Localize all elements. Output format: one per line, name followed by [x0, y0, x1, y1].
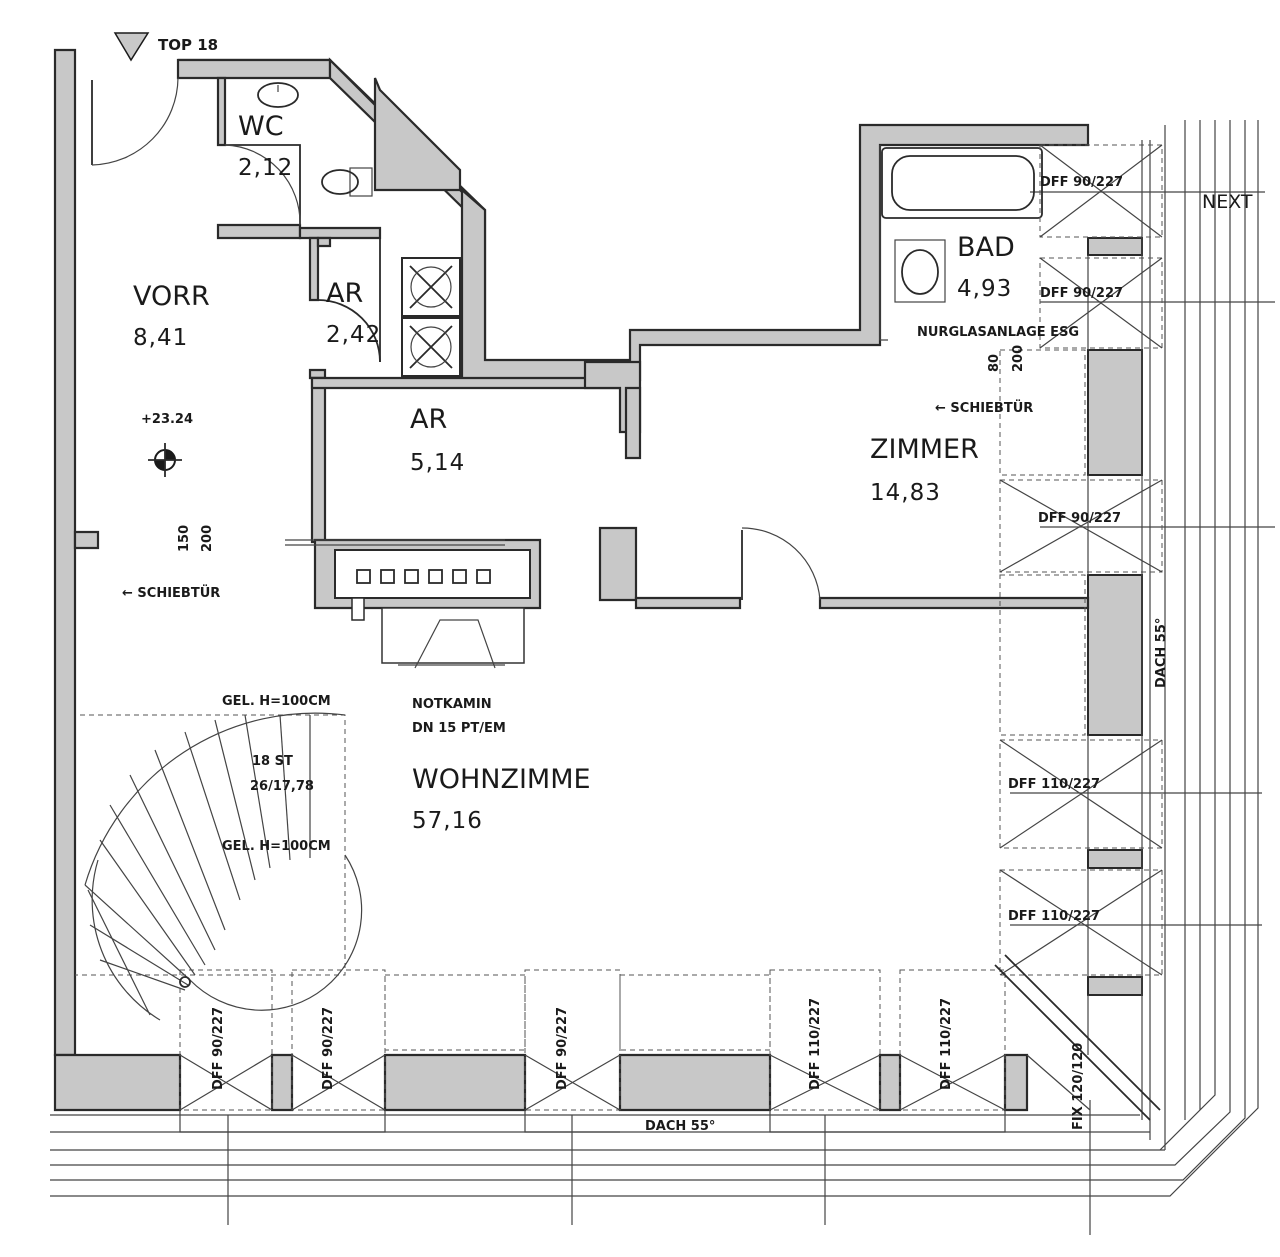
window-bottom-4: DFF 110/227	[808, 998, 823, 1090]
level-marker-icon	[148, 443, 182, 477]
schiebtuer-vorr-label: ← SCHIEBTÜR	[122, 585, 220, 601]
bottom-windows	[179, 954, 1161, 1133]
room-ar1-area: 2,42	[326, 322, 381, 348]
window-right-3: DFF 90/227	[1038, 511, 1121, 526]
roof-angle-bottom: DACH 55°	[645, 1119, 715, 1134]
spiral-staircase	[75, 712, 363, 1021]
door-vorr-height: 200	[200, 525, 215, 552]
room-vorr-name: VORR	[133, 281, 210, 312]
room-wc-name: WC	[238, 111, 284, 142]
exterior-walls	[53, 48, 1143, 1112]
window-bottom-2: DFF 90/227	[321, 1007, 336, 1090]
room-ar1-name: AR	[326, 278, 363, 309]
sanitary	[257, 82, 1043, 341]
door-vorr-width: 150	[177, 525, 192, 552]
room-bad-area: 4,93	[957, 276, 1012, 302]
window-bottom-5: DFF 110/227	[939, 998, 954, 1090]
notkamin-label-1: NOTKAMIN	[412, 697, 492, 712]
room-wohn-name: WOHNZIMME	[412, 764, 591, 795]
fireplace	[285, 539, 531, 669]
door-bad-height: 200	[1011, 345, 1026, 372]
room-zimmer-area: 14,83	[870, 480, 941, 506]
roof-edge-lines	[50, 120, 1275, 1235]
window-right-1: DFF 90/227	[1040, 175, 1123, 190]
stair-count-label: 18 ST	[252, 754, 293, 769]
room-wohn-area: 57,16	[412, 808, 483, 834]
top-label: TOP 18	[158, 36, 218, 54]
door-bad-width: 80	[987, 354, 1002, 372]
doors	[91, 77, 821, 601]
fix-window-label: FIX 120/120	[1071, 1043, 1086, 1130]
window-right-5: DFF 110/227	[1008, 909, 1100, 924]
window-bottom-3: DFF 90/227	[555, 1007, 570, 1090]
interior-walls	[73, 76, 1090, 610]
schiebtuer-zimmer-label: ← SCHIEBTÜR	[935, 400, 1033, 416]
window-bottom-1: DFF 90/227	[211, 1007, 226, 1090]
railing-label-top: GEL. H=100CM	[222, 694, 331, 709]
room-vorr-area: 8,41	[133, 325, 188, 351]
glass-label: NURGLASANLAGE ESG	[917, 325, 1079, 340]
room-zimmer-name: ZIMMER	[870, 434, 979, 465]
room-ar2-name: AR	[410, 404, 447, 435]
room-wc-area: 2,12	[238, 155, 293, 181]
right-windows	[999, 140, 1163, 1120]
room-ar2-area: 5,14	[410, 450, 465, 476]
window-right-2: DFF 90/227	[1040, 286, 1123, 301]
room-bad-name: BAD	[957, 232, 1015, 263]
service-shafts	[401, 257, 461, 377]
stair-dimension-label: 26/17,78	[250, 779, 314, 794]
railing-label-mid: GEL. H=100CM	[222, 839, 331, 854]
level-label: +23.24	[141, 412, 193, 427]
roof-angle-right: DACH 55°	[1154, 618, 1169, 688]
neighbor-label: NEXT	[1202, 191, 1253, 213]
window-right-4: DFF 110/227	[1008, 777, 1100, 792]
notkamin-label-2: DN 15 PT/EM	[412, 721, 506, 736]
entrance-triangle-icon	[113, 32, 150, 62]
